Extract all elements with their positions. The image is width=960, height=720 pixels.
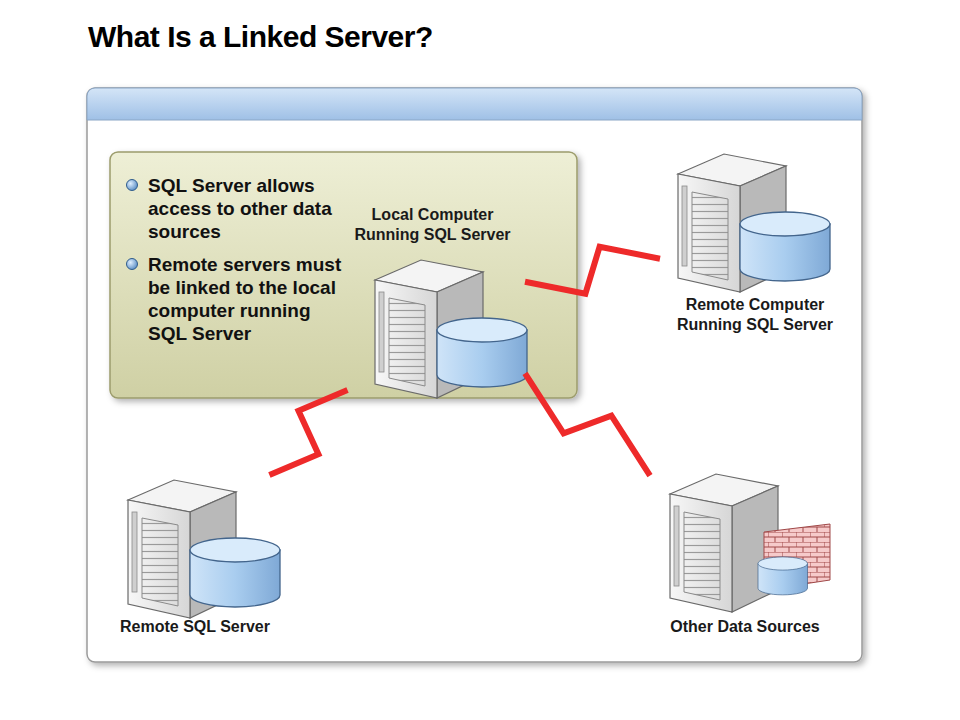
bullet-gem bbox=[126, 179, 138, 191]
server-node: Remote Computer Running SQL Server bbox=[660, 150, 850, 335]
server-node: Remote SQL Server bbox=[100, 475, 290, 637]
server-tower bbox=[670, 474, 830, 612]
server-tower bbox=[128, 480, 280, 618]
info-panel: SQL Server allows access to other data s… bbox=[110, 152, 577, 398]
server-node: Other Data Sources bbox=[650, 470, 840, 637]
server-label: Local Computer Running SQL Server bbox=[340, 205, 525, 245]
server-label: Other Data Sources bbox=[670, 617, 819, 637]
lightning-link bbox=[525, 373, 650, 475]
lightning-link bbox=[269, 390, 347, 475]
slide-title: What Is a Linked Server? bbox=[88, 20, 433, 54]
lightning-link bbox=[525, 247, 660, 294]
server-label: Remote Computer Running SQL Server bbox=[660, 295, 850, 335]
bullet-text: SQL Server allows access to other data s… bbox=[148, 174, 353, 243]
bullet-gem bbox=[126, 258, 138, 270]
server-node: Local Computer Running SQL Server bbox=[340, 205, 525, 390]
server-tower bbox=[678, 154, 830, 292]
server-label: Remote SQL Server bbox=[120, 617, 270, 637]
server-tower bbox=[375, 260, 527, 398]
bullet-text: Remote servers must be linked to the loc… bbox=[148, 253, 353, 345]
